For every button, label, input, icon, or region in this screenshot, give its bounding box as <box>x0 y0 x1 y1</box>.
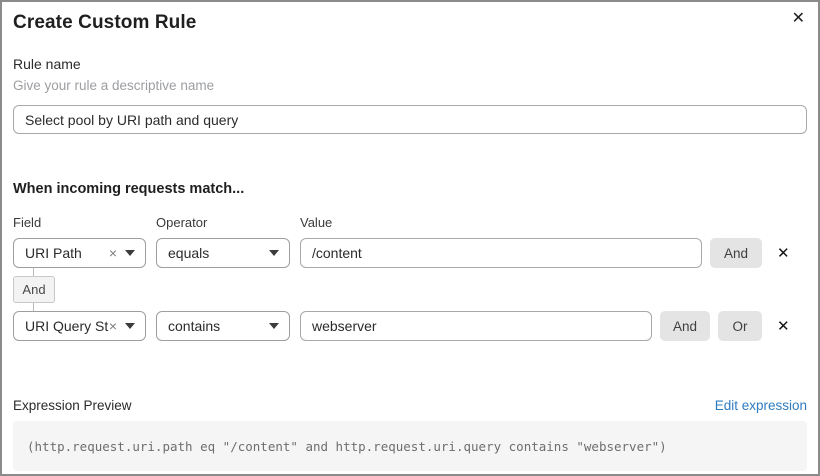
clear-field-icon[interactable]: × <box>108 318 117 334</box>
value-column-label: Value <box>300 215 333 230</box>
expression-preview-label: Expression Preview <box>13 398 132 413</box>
expression-preview-header: Expression Preview Edit expression <box>13 398 807 413</box>
close-icon[interactable]: ✕ <box>791 8 805 27</box>
dialog-title: Create Custom Rule <box>13 12 197 33</box>
field-select-value: URI Query St... <box>25 318 109 334</box>
clear-field-icon[interactable]: × <box>108 245 117 261</box>
add-and-condition-button[interactable]: And <box>710 238 762 268</box>
field-column-label: Field <box>13 215 42 230</box>
rule-name-input[interactable] <box>13 105 807 134</box>
remove-row-icon[interactable]: ✕ <box>777 316 790 335</box>
condition-column-labels: Field Operator Value <box>13 215 807 230</box>
operator-select[interactable]: equals <box>156 238 290 268</box>
value-input[interactable] <box>300 311 652 341</box>
field-select[interactable]: URI Query St... × <box>13 311 146 341</box>
and-connector: And <box>13 268 807 311</box>
rule-name-label: Rule name <box>13 56 81 72</box>
field-select-value: URI Path <box>25 245 82 261</box>
rule-name-hint: Give your rule a descriptive name <box>13 78 215 93</box>
condition-row: URI Query St... × contains And Or ✕ <box>13 311 807 341</box>
connector-line-top <box>33 268 34 276</box>
field-select[interactable]: URI Path × <box>13 238 146 268</box>
operator-select[interactable]: contains <box>156 311 290 341</box>
connector-line-bottom <box>33 303 34 311</box>
add-and-condition-button[interactable]: And <box>660 311 710 341</box>
expression-code: (http.request.uri.path eq "/content" and… <box>13 421 807 471</box>
chevron-down-icon <box>125 250 135 256</box>
operator-select-value: equals <box>168 245 210 261</box>
connector-badge: And <box>13 276 55 303</box>
chevron-down-icon <box>269 250 279 256</box>
value-input[interactable] <box>300 238 702 268</box>
operator-column-label: Operator <box>156 215 208 230</box>
condition-row: URI Path × equals And ✕ <box>13 238 807 268</box>
edit-expression-link[interactable]: Edit expression <box>714 398 807 413</box>
chevron-down-icon <box>125 323 135 329</box>
chevron-down-icon <box>269 323 279 329</box>
operator-select-value: contains <box>168 318 221 334</box>
match-section-heading: When incoming requests match... <box>13 181 245 197</box>
remove-row-icon[interactable]: ✕ <box>777 243 790 262</box>
add-or-condition-button[interactable]: Or <box>718 311 762 341</box>
